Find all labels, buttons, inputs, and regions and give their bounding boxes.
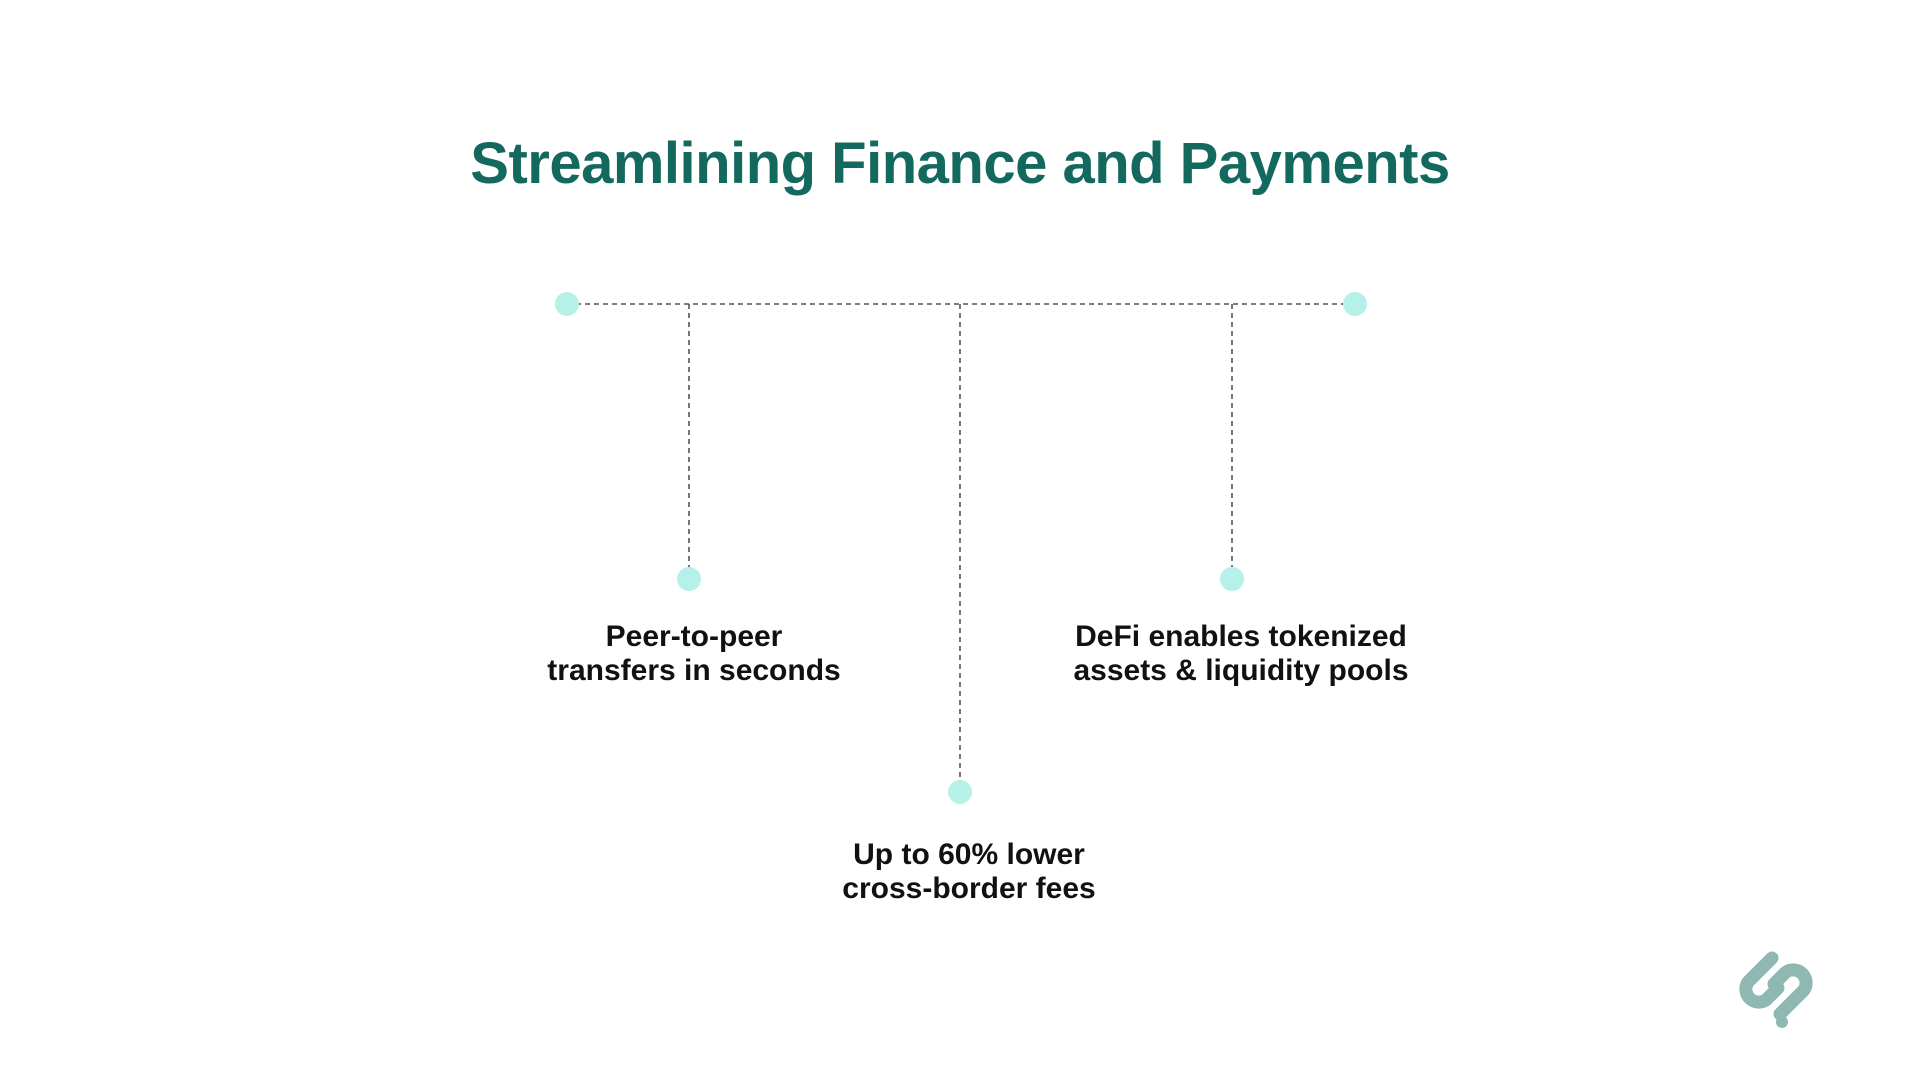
item-label-line: DeFi enables tokenized xyxy=(1075,620,1407,653)
item-label-line: Peer-to-peer xyxy=(605,620,783,653)
item-label-fees: Up to 60% lower cross-border fees xyxy=(759,838,1179,906)
nodes xyxy=(555,292,1367,804)
item-label-line: cross-border fees xyxy=(842,872,1096,905)
item-label-line: transfers in seconds xyxy=(547,654,841,687)
item-label-line: Up to 60% lower xyxy=(853,838,1085,871)
item-label-line: assets & liquidity pools xyxy=(1073,654,1409,687)
page-title: Streamlining Finance and Payments xyxy=(470,131,1450,196)
node-item-3 xyxy=(948,780,972,804)
chain-link-icon xyxy=(1739,951,1813,1028)
item-label-defi: DeFi enables tokenized assets & liquidit… xyxy=(1031,620,1451,688)
connector-lines xyxy=(567,303,1355,792)
start-node xyxy=(555,292,579,316)
node-item-2 xyxy=(1220,567,1244,591)
end-node xyxy=(1343,292,1367,316)
node-item-1 xyxy=(677,567,701,591)
item-label-peer-to-peer: Peer-to-peer transfers in seconds xyxy=(484,620,904,688)
